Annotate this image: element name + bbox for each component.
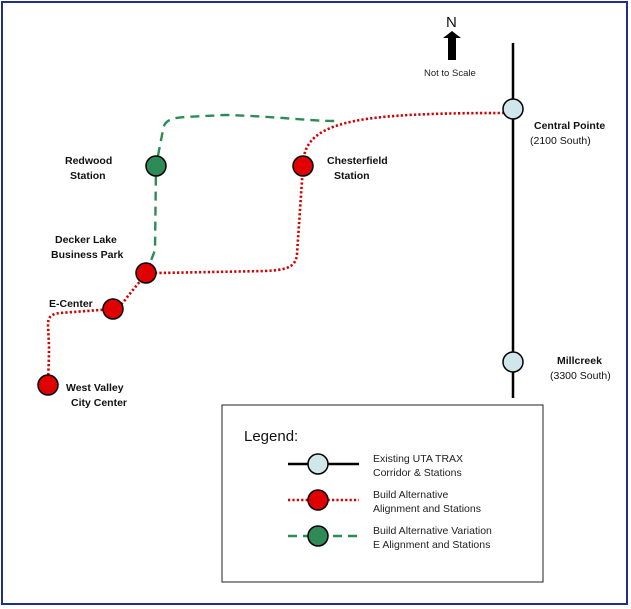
- west-valley-station[interactable]: [37, 374, 59, 396]
- chesterfield-label-line1: Chesterfield: [327, 155, 388, 167]
- redwood-station[interactable]: [145, 155, 167, 177]
- scale-note: Not to Scale: [424, 68, 476, 79]
- legend-box: [221, 404, 544, 583]
- millcreek-label: Millcreek: [557, 355, 602, 367]
- variation-e-line: [144, 113, 336, 275]
- west-valley-label-line2: City Center: [71, 397, 127, 409]
- legend-item-3-line2: E Alignment and Stations: [373, 539, 490, 551]
- decker-lake-label-line1: Decker Lake: [55, 234, 117, 246]
- redwood-label-line1: Redwood: [65, 155, 112, 167]
- millcreek-sublabel: (3300 South): [550, 370, 611, 382]
- e-center-station[interactable]: [102, 298, 124, 320]
- millcreek-station[interactable]: [502, 351, 524, 373]
- west-valley-label-line1: West Valley: [66, 382, 124, 394]
- central-pointe-label: Central Pointe: [534, 120, 605, 132]
- north-label: N: [446, 14, 457, 31]
- legend-item-2-line1: Build Alternative: [373, 489, 448, 501]
- central-pointe-sublabel: (2100 South): [530, 135, 591, 147]
- legend-title: Legend:: [244, 428, 298, 445]
- legend-build-station-icon: [307, 489, 329, 511]
- legend-item-2-line2: Alignment and Stations: [373, 503, 481, 515]
- chesterfield-station[interactable]: [292, 155, 314, 177]
- north-arrow-icon: [443, 31, 461, 60]
- legend-item-1-line1: Existing UTA TRAX: [373, 453, 463, 465]
- redwood-label-line2: Station: [70, 170, 106, 182]
- legend-variation-station-icon: [307, 525, 329, 547]
- chesterfield-label-line2: Station: [334, 170, 370, 182]
- north-arrow: N Not to Scale: [424, 14, 476, 79]
- legend: Legend: Existing UTA TRAX Corridor & Sta…: [221, 404, 544, 583]
- legend-item-3-line1: Build Alternative Variation: [373, 525, 492, 537]
- legend-trax-station-icon: [307, 453, 329, 475]
- decker-lake-station[interactable]: [135, 262, 157, 284]
- central-pointe-station[interactable]: [502, 98, 524, 120]
- legend-item-1-line2: Corridor & Stations: [373, 467, 462, 479]
- e-center-label: E-Center: [49, 298, 93, 310]
- decker-lake-label-line2: Business Park: [51, 249, 124, 261]
